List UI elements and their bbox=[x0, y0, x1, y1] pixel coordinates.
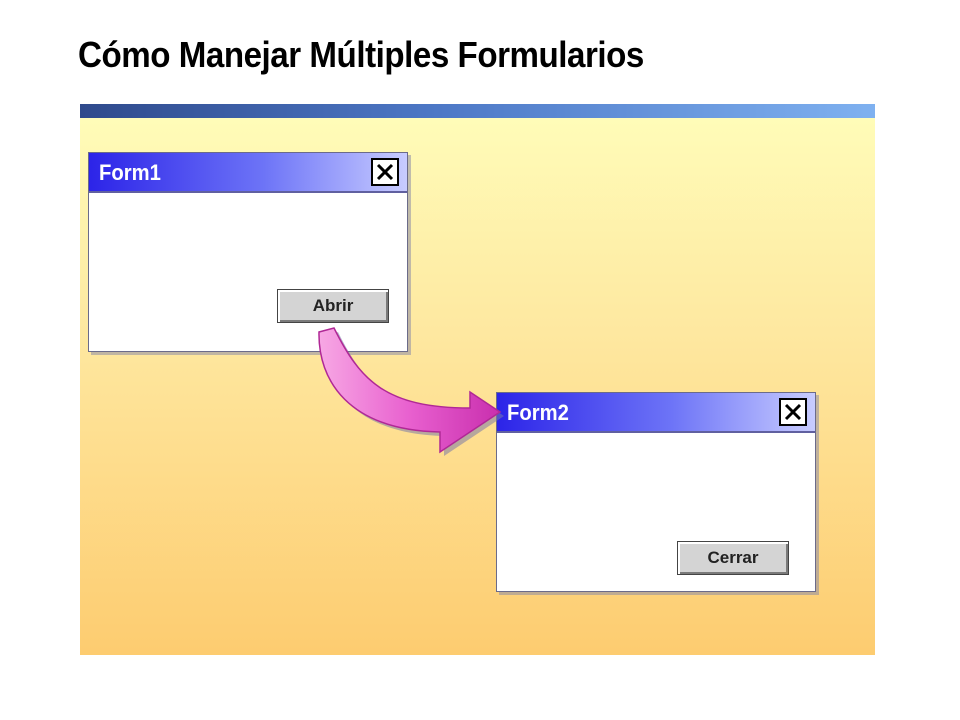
form1-window: Form1 Abrir bbox=[88, 152, 411, 355]
close-icon bbox=[376, 163, 394, 181]
form2-frame: Form2 Cerrar bbox=[496, 392, 816, 592]
form2-title: Form2 bbox=[507, 400, 569, 425]
title-underline-bar bbox=[80, 104, 875, 118]
form2-window: Form2 Cerrar bbox=[496, 392, 819, 595]
form2-titlebar[interactable]: Form2 bbox=[497, 393, 815, 433]
form1-title: Form1 bbox=[99, 160, 161, 185]
slide-title: Cómo Manejar Múltiples Formularios bbox=[78, 34, 644, 75]
form1-titlebar[interactable]: Form1 bbox=[89, 153, 407, 193]
abrir-button[interactable]: Abrir bbox=[277, 289, 389, 323]
form2-close-button[interactable] bbox=[779, 398, 807, 426]
form1-frame: Form1 Abrir bbox=[88, 152, 408, 352]
close-icon bbox=[784, 403, 802, 421]
cerrar-button[interactable]: Cerrar bbox=[677, 541, 789, 575]
form1-close-button[interactable] bbox=[371, 158, 399, 186]
